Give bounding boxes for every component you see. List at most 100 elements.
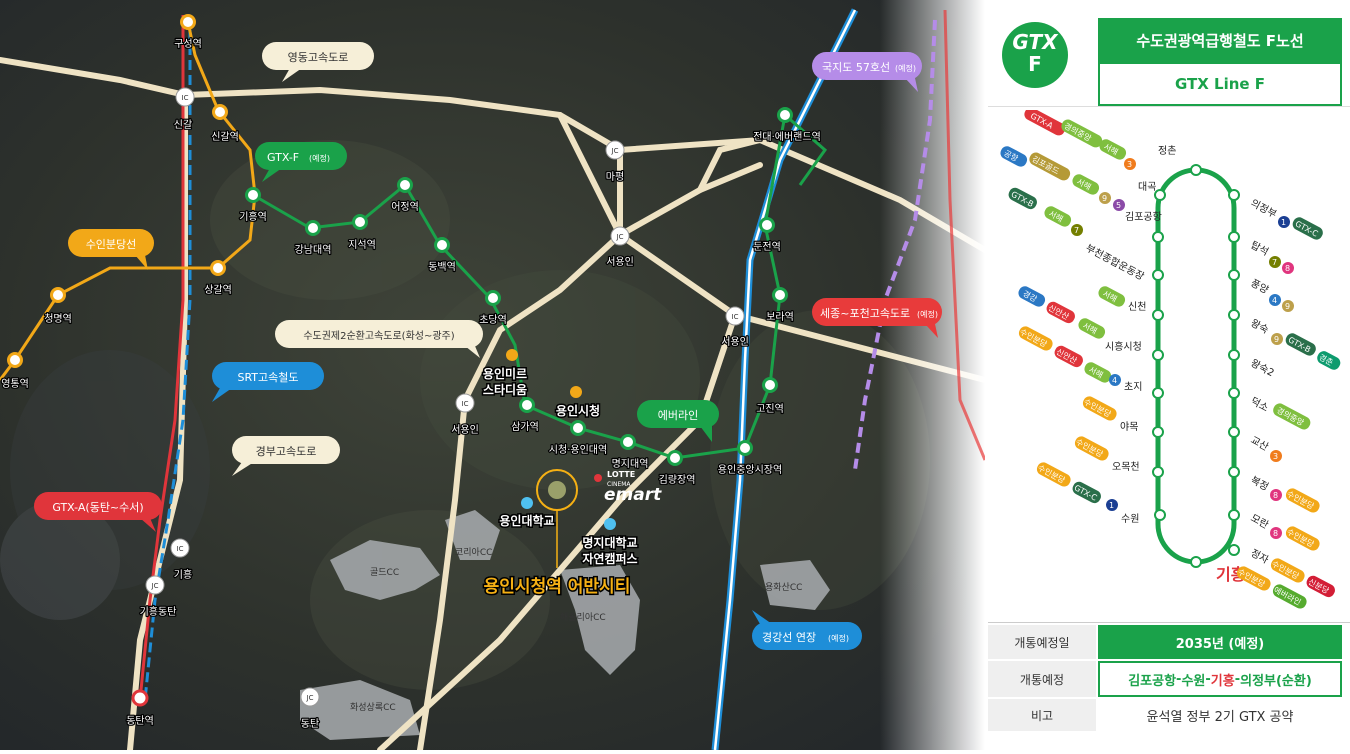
ic-singal[interactable]: IC [175, 87, 195, 107]
callout-everline[interactable]: 에버라인 [637, 400, 719, 442]
left-station-5-label: 초지 [1124, 381, 1142, 393]
station-dot-gojin[interactable] [762, 377, 778, 393]
srt-line [143, 15, 192, 701]
svg-text:용인미르: 용인미르 [483, 366, 527, 381]
ring-dot-r3[interactable] [1228, 269, 1240, 281]
ring-dot-r8[interactable] [1228, 466, 1240, 478]
station-dot-gimnyangjang[interactable] [667, 450, 683, 466]
ring-dot-l8[interactable] [1152, 466, 1164, 478]
callout-srt[interactable]: SRT고속철도 [212, 362, 324, 402]
highway-south [377, 312, 738, 753]
ic-yongin[interactable]: IC [725, 306, 745, 326]
station-dongtan-label: 동탄역 [126, 715, 154, 727]
svg-text:8: 8 [1273, 529, 1278, 538]
right-station-0: 의정부 1 GTX-C [1249, 197, 1323, 240]
station-dot-gangnam-univ[interactable] [305, 220, 321, 236]
golf-golden [330, 540, 440, 600]
jc-seoyongin[interactable]: JC [610, 226, 630, 246]
station-gojin-label: 고진역 [756, 403, 784, 415]
svg-text:(예정): (예정) [309, 153, 330, 163]
callout-sejong[interactable]: 세종~포천고속도로 (예정) [812, 298, 942, 338]
station-dot-yongin-central[interactable] [737, 440, 753, 456]
station-dot-jiseok[interactable] [352, 214, 368, 230]
row2-end: 의정부(순환) [1240, 673, 1312, 689]
left-station-0-label: 대곡 [1138, 181, 1156, 193]
station-dot-dongtan[interactable] [131, 689, 149, 707]
callout-gyeonggang[interactable]: 경강선 연장 (예정) [752, 610, 862, 650]
panel-title-en: GTX Line F [1098, 62, 1342, 106]
ring-dot-l7[interactable] [1152, 426, 1164, 438]
highway-gyeongbu [127, 92, 188, 753]
ring-dot-l5[interactable] [1152, 349, 1164, 361]
station-dot-sanggal[interactable] [210, 260, 226, 276]
right-station-7: 복정 8 수인분당 [1249, 474, 1320, 513]
ring-dot-l3[interactable] [1152, 269, 1164, 281]
callout-suinbundang[interactable]: 수인분당선 [68, 229, 154, 270]
left-station-8-label: 수원 [1121, 513, 1139, 525]
station-dot-everland[interactable] [777, 107, 793, 123]
callout-yeongdong[interactable]: 영동고속도로 [262, 42, 374, 82]
svg-text:5: 5 [1116, 201, 1121, 210]
poi-cityhall[interactable]: 용인시청 [554, 386, 602, 420]
ring-dot-l2[interactable] [1152, 231, 1164, 243]
station-sanggal-label: 상갈역 [204, 283, 232, 296]
svg-text:명지대학교: 명지대학교 [582, 535, 637, 550]
right-station-4: 왕숙2 [1249, 357, 1277, 379]
jc-giheung-dongtan[interactable]: JC [145, 575, 165, 595]
row2-sep1: - [1176, 671, 1182, 687]
ring-dot-r1[interactable] [1228, 189, 1240, 201]
callout-gtxa[interactable]: GTX-A(동탄~수서) [34, 492, 162, 532]
ring-dot-l9[interactable] [1154, 509, 1166, 521]
logo-f-text: F [1028, 52, 1042, 76]
station-chodang-label: 초당역 [479, 314, 507, 326]
station-dot-cheongmyeong[interactable] [50, 287, 66, 303]
station-dot-chodang[interactable] [485, 290, 501, 306]
ring-dot-r4[interactable] [1228, 309, 1240, 321]
poi-lotte[interactable]: LOTTE CINEMA [594, 470, 635, 488]
callout-ring2[interactable]: 수도권제2순환고속도로(화성~광주) [275, 320, 483, 358]
jc-macheon[interactable]: JC [605, 140, 625, 160]
station-dot-bora[interactable] [772, 287, 788, 303]
ring-dot-l4[interactable] [1152, 309, 1164, 321]
station-eojeong-label: 어정역 [391, 201, 419, 213]
poi-mireu[interactable]: 용인미르 스타디움 [481, 349, 529, 399]
highway-link2 [697, 137, 763, 193]
ic-giheung[interactable]: IC [170, 538, 190, 558]
station-dot-singal[interactable] [212, 104, 228, 120]
poi-yongin-univ[interactable]: 용인대학교 [498, 497, 556, 530]
ring-dot-r7[interactable] [1228, 426, 1240, 438]
gtx-f-logo: GTX F [1002, 22, 1068, 88]
station-dot-eojeong[interactable] [397, 177, 413, 193]
station-dot-guseong[interactable] [180, 14, 196, 30]
station-dot-giheung[interactable] [245, 187, 261, 203]
station-dot-myongji[interactable] [620, 434, 636, 450]
callout-gtxf[interactable]: GTX-F (예정) [255, 142, 347, 182]
callout-gyeongbu[interactable]: 경부고속도로 [232, 436, 340, 476]
callout-route57[interactable]: 국지도 57호선 (예정) [812, 52, 922, 92]
ring-dot-r6[interactable] [1228, 387, 1240, 399]
svg-text:GTX-F: GTX-F [267, 151, 299, 164]
svg-text:8: 8 [1285, 264, 1290, 273]
station-dot-cityhall[interactable] [570, 420, 586, 436]
ring-dot-bottom[interactable] [1190, 556, 1202, 568]
station-dot-yeongtong[interactable] [7, 352, 23, 368]
station-dot-dongbaek[interactable] [434, 237, 450, 253]
station-dot-dunjeon[interactable] [759, 217, 775, 233]
station-jiseok-label: 지석역 [348, 239, 376, 251]
ring-dot-r2[interactable] [1228, 231, 1240, 243]
ring-dot-r10[interactable] [1228, 544, 1240, 556]
svg-text:용인대학교: 용인대학교 [499, 513, 554, 528]
ring-dot-r9[interactable] [1228, 509, 1240, 521]
ring-dot-top[interactable] [1190, 164, 1202, 176]
ring-dot-r5[interactable] [1228, 349, 1240, 361]
poi-myongji-campus[interactable]: 명지대학교 자연캠퍼스 [581, 518, 639, 568]
station-giheung-label: 기흥역 [239, 210, 267, 223]
station-dot-samga[interactable] [519, 397, 535, 413]
ic-seoyongin[interactable]: IC [455, 393, 475, 413]
jc-dongtan[interactable]: JC [300, 687, 320, 707]
panel-divider [988, 106, 1350, 107]
svg-text:수도권제2순환고속도로(화성~광주): 수도권제2순환고속도로(화성~광주) [303, 330, 454, 342]
ring-dot-l1[interactable] [1154, 189, 1166, 201]
golf-yonghwa-label: 용화산CC [765, 582, 802, 593]
ring-dot-l6[interactable] [1152, 387, 1164, 399]
